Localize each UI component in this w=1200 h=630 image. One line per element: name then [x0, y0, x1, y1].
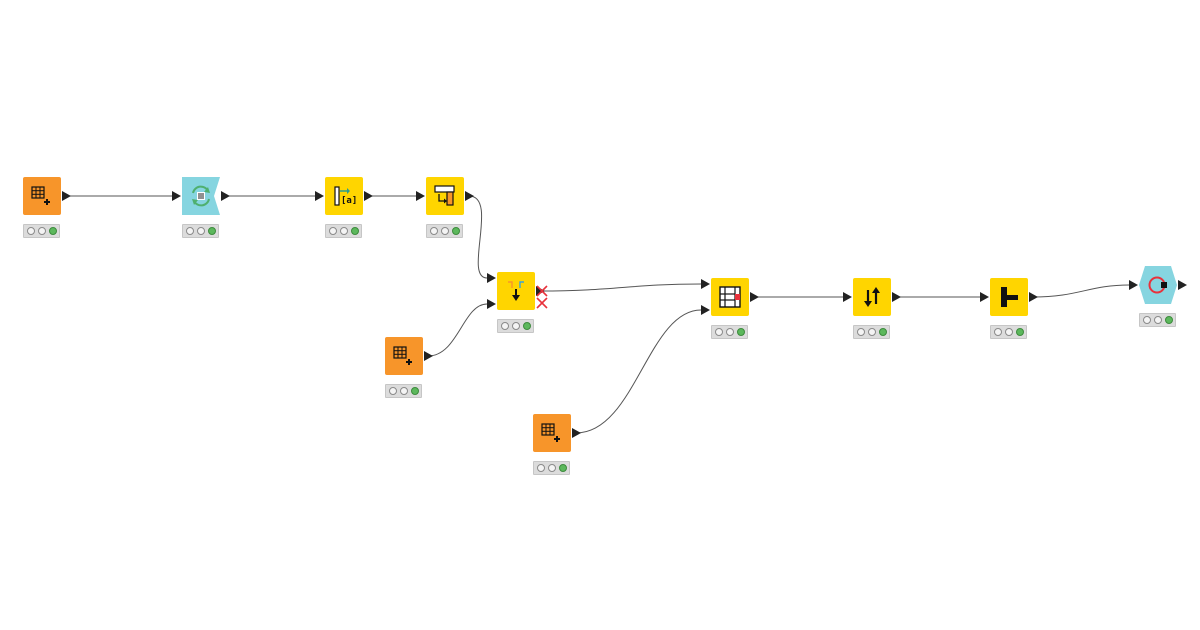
node-status-indicator	[325, 224, 362, 238]
status-light-executed	[452, 227, 460, 235]
column-rename-icon: [a]	[334, 186, 357, 206]
status-light-executed	[1165, 316, 1173, 324]
node-status-indicator	[1139, 313, 1176, 327]
inactive-port-icon	[535, 284, 549, 316]
status-light-idle	[340, 227, 348, 235]
status-light-executed	[1016, 328, 1024, 336]
node-n2-chunk-loop-start[interactable]	[182, 177, 220, 215]
status-light-idle	[512, 322, 520, 330]
status-light-idle	[400, 387, 408, 395]
output-port[interactable]	[424, 351, 433, 361]
connection-n5-n8[interactable]	[539, 283, 702, 292]
table-creator-icon	[31, 186, 50, 205]
status-light-executed	[523, 322, 531, 330]
loop-end-icon	[1148, 276, 1167, 294]
output-port[interactable]	[892, 292, 901, 302]
status-light-executed	[208, 227, 216, 235]
status-light-idle	[715, 328, 723, 336]
status-light-idle	[197, 227, 205, 235]
status-light-idle	[501, 322, 509, 330]
node-n11-loop-end[interactable]	[1139, 266, 1177, 304]
status-light-idle	[329, 227, 337, 235]
connection-n4-n5[interactable]	[468, 195, 488, 279]
status-light-executed	[737, 328, 745, 336]
status-light-executed	[411, 387, 419, 395]
node-n1-table-creator[interactable]	[23, 177, 61, 215]
connection-n7-n8[interactable]	[575, 309, 702, 434]
input-port[interactable]	[315, 191, 324, 201]
input-port[interactable]	[843, 292, 852, 302]
output-port[interactable]	[364, 191, 373, 201]
node-status-indicator	[385, 384, 422, 398]
output-port[interactable]	[1178, 280, 1187, 290]
node-status-indicator	[182, 224, 219, 238]
status-light-executed	[879, 328, 887, 336]
connection-n6-n5[interactable]	[427, 303, 488, 357]
node-status-indicator	[426, 224, 463, 238]
status-light-idle	[537, 464, 545, 472]
status-light-idle	[186, 227, 194, 235]
node-n3-column-rename[interactable]: [a]	[325, 177, 363, 215]
output-port[interactable]	[536, 286, 545, 296]
node-status-indicator	[853, 325, 890, 339]
node-n10-column-filter[interactable]	[990, 278, 1028, 316]
status-light-idle	[726, 328, 734, 336]
node-n9-sorter[interactable]	[853, 278, 891, 316]
node-status-indicator	[23, 224, 60, 238]
status-light-executed	[49, 227, 57, 235]
output-port[interactable]	[1029, 292, 1038, 302]
status-light-idle	[27, 227, 35, 235]
svg-text:[a]: [a]	[341, 196, 357, 206]
status-light-idle	[38, 227, 46, 235]
status-light-idle	[430, 227, 438, 235]
status-light-idle	[389, 387, 397, 395]
node-status-indicator	[533, 461, 570, 475]
chunk-loop-start-icon	[192, 185, 210, 207]
input-port[interactable]	[487, 273, 496, 283]
status-light-executed	[351, 227, 359, 235]
table-creator-icon	[393, 346, 412, 365]
status-light-idle	[1143, 316, 1151, 324]
status-light-idle	[868, 328, 876, 336]
status-light-idle	[1005, 328, 1013, 336]
output-port[interactable]	[572, 428, 581, 438]
status-light-idle	[441, 227, 449, 235]
node-n6-table-creator[interactable]	[385, 337, 423, 375]
node-n5-concatenate[interactable]	[497, 272, 535, 310]
input-port[interactable]	[172, 191, 181, 201]
node-n4-column-appender[interactable]	[426, 177, 464, 215]
joiner-icon	[719, 286, 741, 308]
input-port[interactable]	[416, 191, 425, 201]
status-light-idle	[1154, 316, 1162, 324]
node-status-indicator	[497, 319, 534, 333]
input-port[interactable]	[487, 299, 496, 309]
output-port[interactable]	[221, 191, 230, 201]
status-light-idle	[548, 464, 556, 472]
node-n7-table-creator[interactable]	[533, 414, 571, 452]
input-port[interactable]	[701, 305, 710, 315]
connection-n10-n11[interactable]	[1032, 284, 1130, 298]
node-status-indicator	[990, 325, 1027, 339]
input-port[interactable]	[701, 279, 710, 289]
output-port[interactable]	[750, 292, 759, 302]
input-port[interactable]	[980, 292, 989, 302]
node-n8-joiner[interactable]	[711, 278, 749, 316]
node-status-indicator	[711, 325, 748, 339]
input-port[interactable]	[1129, 280, 1138, 290]
status-light-idle	[857, 328, 865, 336]
output-port[interactable]	[62, 191, 71, 201]
output-port[interactable]	[465, 191, 474, 201]
sorter-icon	[864, 287, 880, 307]
status-light-executed	[559, 464, 567, 472]
column-filter-icon	[1001, 287, 1018, 307]
table-creator-icon	[541, 423, 560, 442]
column-appender-icon	[434, 185, 455, 206]
status-light-idle	[994, 328, 1002, 336]
concatenate-icon	[508, 281, 524, 301]
